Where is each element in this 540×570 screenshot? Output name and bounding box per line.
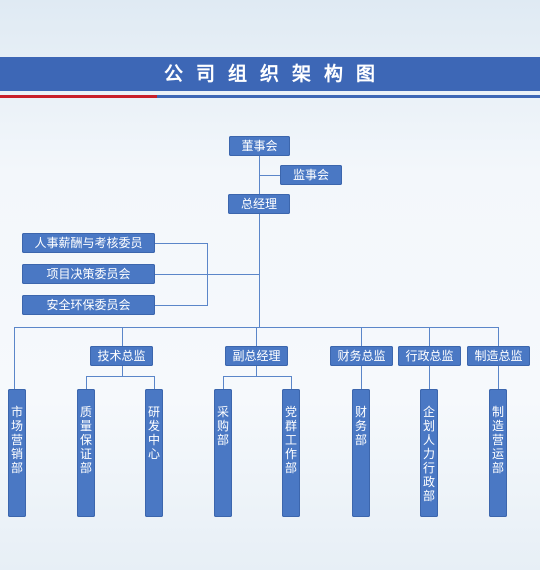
page-title: 公司组织架构图	[163, 63, 388, 85]
node-board: 董事会	[229, 136, 290, 156]
connector-admin-drop	[429, 327, 430, 346]
dept-label-char: 研	[147, 405, 160, 419]
dept-label-char: 部	[216, 433, 229, 447]
connector-committee-vertical	[207, 243, 208, 306]
node-committee-project: 项目决策委员会	[22, 264, 155, 284]
dept-label-char: 质	[79, 405, 92, 419]
connector-committee-hr	[155, 243, 208, 244]
dept-label-char: 务	[354, 419, 367, 433]
dept-label-char: 中	[147, 433, 160, 447]
dept-label-char: 营	[10, 433, 23, 447]
dept-rnd: 研发中心	[145, 389, 163, 517]
dept-label-char: 场	[10, 419, 23, 433]
dept-label-char: 营	[491, 433, 504, 447]
dept-label-char: 销	[10, 447, 23, 461]
dept-purchasing: 采购部	[214, 389, 232, 517]
blue-rule	[157, 95, 540, 98]
node-finance-director: 财务总监	[330, 346, 393, 366]
dept-label-char: 运	[491, 447, 504, 461]
node-committee-safety: 安全环保委员会	[22, 295, 155, 315]
connector-finance-dept	[361, 366, 362, 389]
node-deputy-gm: 副总经理	[225, 346, 288, 366]
dept-label-char: 采	[216, 405, 229, 419]
dept-mfg-ops: 制造营运部	[489, 389, 507, 517]
node-supervisory: 监事会	[280, 165, 342, 185]
connector-tech-drop	[122, 327, 123, 346]
node-tech-director: 技术总监	[90, 346, 153, 366]
dept-label-char: 企	[422, 405, 435, 419]
dept-finance: 财务部	[352, 389, 370, 517]
dept-marketing: 市场营销部	[8, 389, 26, 517]
dept-label-char: 发	[147, 419, 160, 433]
dept-label-char: 部	[354, 433, 367, 447]
node-committee-hr: 人事薪酬与考核委员	[22, 233, 155, 253]
connector-tech-bus	[86, 376, 155, 377]
node-general-manager: 总经理	[228, 194, 290, 214]
dept-label-char: 市	[10, 405, 23, 419]
dept-label-char: 部	[422, 489, 435, 503]
dept-label-char: 划	[422, 419, 435, 433]
connector-deputy-stem	[256, 366, 257, 376]
connector-quality-drop	[86, 376, 87, 389]
dept-label-char: 部	[79, 461, 92, 475]
dept-label-char: 证	[79, 447, 92, 461]
dept-label-char: 政	[422, 475, 435, 489]
dept-label-char: 党	[284, 405, 297, 419]
dept-quality: 质量保证部	[77, 389, 95, 517]
dept-label-char: 作	[284, 447, 297, 461]
dept-label-char: 部	[491, 461, 504, 475]
dept-hr-admin: 企划人力行政部	[420, 389, 438, 517]
dept-label-char: 人	[422, 433, 435, 447]
connector-supervisory	[260, 175, 280, 176]
connector-rnd-drop	[154, 376, 155, 389]
dept-party: 党群工作部	[282, 389, 300, 517]
dept-label-char: 部	[284, 461, 297, 475]
dept-label-char: 力	[422, 447, 435, 461]
dept-label-char: 购	[216, 419, 229, 433]
node-admin-director: 行政总监	[398, 346, 461, 366]
dept-label-char: 造	[491, 419, 504, 433]
dept-label-char: 部	[10, 461, 23, 475]
connector-mfg-drop	[498, 327, 499, 346]
connector-tech-stem	[122, 366, 123, 376]
dept-label-char: 量	[79, 419, 92, 433]
dept-label-char: 心	[147, 447, 160, 461]
connector-mfg-dept	[498, 366, 499, 389]
connector-purchasing-drop	[223, 376, 224, 389]
dept-label-char: 保	[79, 433, 92, 447]
red-rule	[0, 95, 157, 98]
connector-main-trunk	[259, 155, 260, 328]
dept-label-char: 群	[284, 419, 297, 433]
node-mfg-director: 制造总监	[467, 346, 530, 366]
dept-label-char: 制	[491, 405, 504, 419]
connector-party-drop	[291, 376, 292, 389]
dept-label-char: 财	[354, 405, 367, 419]
connector-finance-drop	[361, 327, 362, 346]
connector-hr-admin-dept	[429, 366, 430, 389]
connector-committee-safety	[155, 305, 208, 306]
connector-deputy-bus	[223, 376, 292, 377]
connector-marketing-drop	[14, 327, 15, 389]
dept-label-char: 行	[422, 461, 435, 475]
title-banner	[0, 57, 540, 91]
dept-label-char: 工	[284, 433, 297, 447]
connector-deputy-drop	[256, 327, 257, 346]
